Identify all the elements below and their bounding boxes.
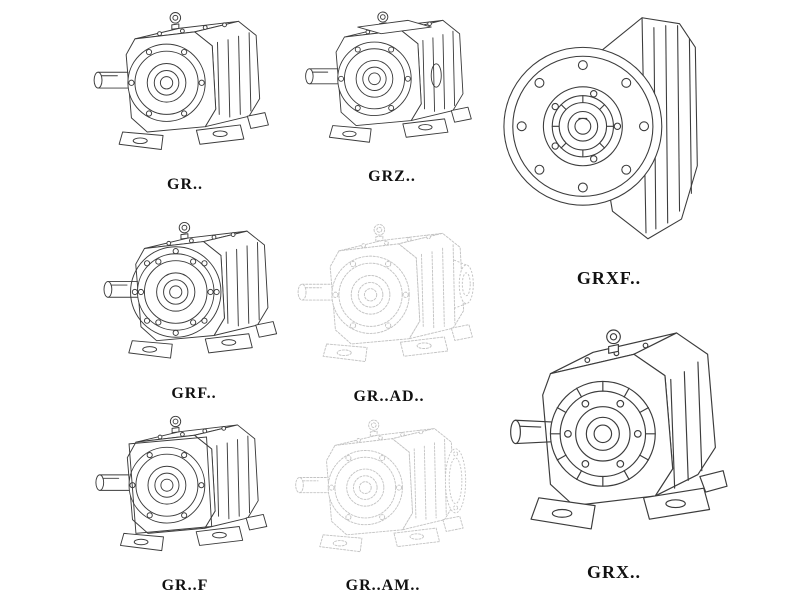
gearbox-figure-grx: GRX.. [500,298,728,582]
gr-gearbox-drawing [84,2,286,173]
grx-label: GRX.. [587,561,641,582]
gearbox-figure-grz: GRZ.. [296,2,488,187]
gr-f-label: GR..F [161,576,209,594]
gearbox-figure-gr: GR.. [84,2,286,195]
gearbox-figure-gr-ad: GR..AD.. [288,214,490,407]
grz-gearbox-drawing [296,2,488,165]
gr-ad-label: GR..AD.. [353,388,425,406]
gr-ad-gearbox-drawing [288,214,474,385]
gr-am-gearbox-drawing [286,410,467,574]
gearbox-figure-gr-am: GR..AM.. [286,410,480,596]
grxf-label: GRXF.. [576,268,642,289]
grx-gearbox-drawing [500,298,728,560]
grf-label: GRF.. [171,384,217,402]
grxf-gearbox-drawing [498,0,720,266]
gearbox-figure-gr-f: GR..F [86,406,284,596]
gr-f-gearbox-drawing [86,406,284,574]
gr-label: GR.. [167,176,203,194]
gearbox-figure-grxf: GRXF.. [498,0,720,288]
gr-am-label: GR..AM.. [345,577,421,595]
grf-gearbox-drawing [94,212,294,382]
gearbox-figure-grf: GRF.. [94,212,294,404]
grz-label: GRZ.. [368,167,416,185]
